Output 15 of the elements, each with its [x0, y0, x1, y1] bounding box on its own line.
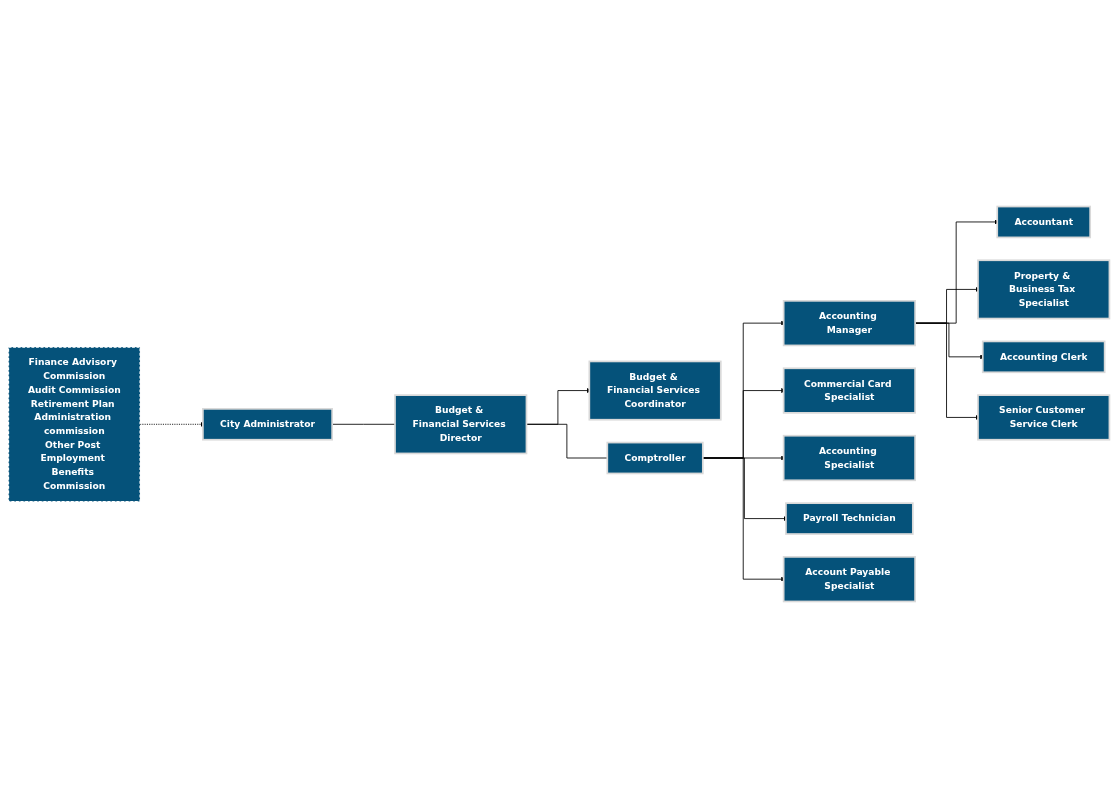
- node-box: Commercial Card Specialist: [782, 366, 916, 414]
- node-box: Accounting Specialist: [782, 434, 916, 481]
- node-box: Accounting Manager: [782, 299, 916, 346]
- node-box: Finance Advisory Commission Audit Commission Retirement Plan Administration commission Other Post Employment Benefits Commission: [8, 346, 141, 502]
- node-box: Comptroller: [606, 441, 704, 474]
- node-box: Budget & Financial Services Coordinator: [588, 360, 722, 421]
- node-box: City Administrator: [202, 407, 333, 441]
- node-box: Senior Customer Service Clerk: [977, 393, 1111, 441]
- node-box: Payroll Technician: [785, 501, 914, 535]
- connector: [526, 423, 608, 458]
- node-box: Accountant: [996, 205, 1092, 238]
- node-box: Property & Business Tax Specialist: [977, 258, 1111, 319]
- node-box: Accounting Clerk: [981, 340, 1106, 373]
- node-box: Budget & Financial Services Director: [394, 393, 528, 454]
- node-box: Account Payable Specialist: [782, 555, 916, 602]
